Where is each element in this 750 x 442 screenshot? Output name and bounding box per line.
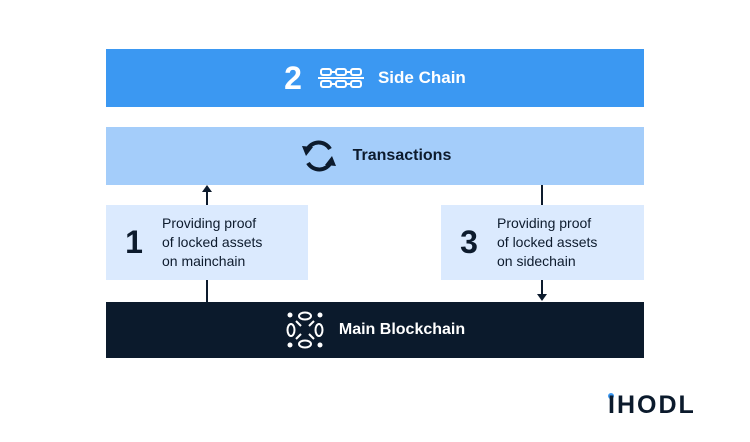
chain-links-icon	[317, 68, 364, 88]
step-1-number: 1	[125, 224, 143, 260]
step-3-down-arrow-bottom	[537, 280, 547, 301]
step-1-box: 1 Providing proof of locked assets on ma…	[106, 205, 308, 280]
step-3-line-2: of locked assets	[497, 234, 598, 250]
step-1-up-arrow-top	[202, 185, 212, 205]
brand-logo-dot	[608, 393, 614, 399]
main-blockchain-label: Main Blockchain	[338, 321, 466, 338]
transactions-label: Transactions	[352, 147, 452, 164]
brand-logo: IHODL	[608, 391, 696, 419]
step-1-description: Providing proof of locked assets on main…	[162, 214, 262, 271]
step-3-line-1: Providing proof	[497, 215, 592, 231]
step-3-connector-top	[541, 185, 543, 205]
step-3-box: 3 Providing proof of locked assets on si…	[441, 205, 644, 280]
step-1-line-2: of locked assets	[162, 234, 263, 250]
step-1-line-3: on mainchain	[162, 253, 246, 269]
sync-arrows-icon	[301, 140, 336, 172]
side-chain-band: 2 Side Chain	[106, 49, 644, 107]
step-1-line-1: Providing proof	[162, 215, 257, 231]
side-chain-step-number: 2	[284, 59, 302, 96]
step-3-number: 3	[460, 224, 478, 260]
step-3-description: Providing proof of locked assets on side…	[497, 214, 597, 271]
side-chain-label: Side Chain	[377, 68, 466, 87]
transactions-band: Transactions	[106, 127, 644, 185]
main-blockchain-band: Main Blockchain	[106, 302, 644, 358]
step-3-line-3: on sidechain	[497, 253, 576, 269]
network-nodes-icon	[286, 311, 324, 349]
step-1-connector-bottom	[206, 280, 208, 302]
